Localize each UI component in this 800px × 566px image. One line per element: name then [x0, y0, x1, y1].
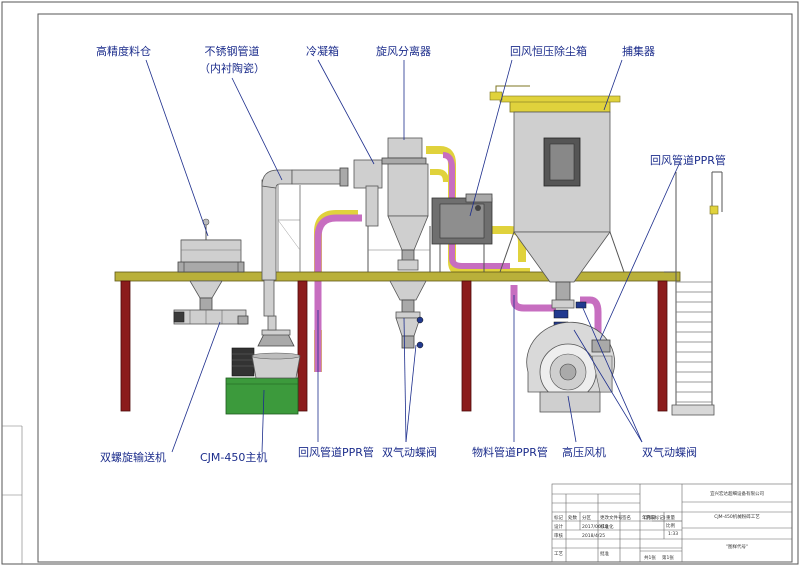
tb-weight-label: 重量: [666, 514, 675, 521]
tb-approve-label: 批准: [600, 550, 609, 557]
tb-company: 宜兴宏达超细设备有限公司: [710, 490, 764, 497]
tb-sheet-no: 第1张: [662, 554, 674, 561]
label-steel-pipe-line1: 不锈钢管道: [205, 44, 260, 58]
high-pressure-blower: [526, 321, 616, 413]
raw-material-bin: [177, 218, 245, 299]
tb-design-date: 2017/06/18: [582, 524, 608, 530]
tb-col-date: 年月日: [642, 514, 656, 521]
tb-col-mark: 标记: [554, 514, 563, 521]
tb-craft-label: 工艺: [554, 551, 563, 557]
label-material-pipe: 物料管道PPR管: [472, 445, 548, 459]
label-cyclone: 旋风分离器: [376, 44, 431, 58]
tb-col-change-no: 更改文件号: [600, 514, 623, 521]
label-collector: 捕集器: [622, 44, 655, 58]
tb-drawing-title: CJM-450机械粉碎工艺: [714, 513, 760, 520]
steel-platform: [114, 271, 681, 282]
leader-lines: [145, 59, 681, 453]
tb-col-sign: 签名: [622, 514, 631, 521]
tb-mark-label: (阶段标记): [644, 514, 666, 521]
stainless-steel-pipe: [261, 167, 349, 317]
tb-sheets: 共1张: [644, 554, 656, 561]
label-raw-bin: 高精度料仓: [96, 44, 151, 58]
label-valve-right: 双气动蝶阀: [642, 445, 697, 459]
twin-screw-feeder: [173, 297, 249, 325]
tb-check-label: 审核: [554, 532, 563, 539]
label-blower: 高压风机: [562, 445, 606, 459]
tb-design-label: 设计: [554, 523, 563, 530]
tb-col-zone: 分区: [582, 514, 591, 521]
label-return-pipe-right: 回风管道PPR管: [650, 153, 726, 167]
label-dust-box: 回风恒压除尘箱: [510, 44, 587, 58]
return-air-dust-box: [431, 193, 493, 272]
inner-border: [37, 13, 793, 563]
tb-scale-label: 比例: [666, 522, 675, 529]
platform-columns: [120, 280, 668, 412]
tb-check-date: 2018/4/25: [582, 533, 605, 539]
staircase: [664, 171, 723, 416]
label-main-mill: CJM-450主机: [200, 450, 267, 464]
tb-drawing-code: "图样代号": [726, 543, 748, 550]
label-return-pipe-bottom: 回风管道PPR管: [298, 445, 374, 459]
tb-col-count: 处数: [568, 514, 577, 521]
label-valve-left: 双气动蝶阀: [382, 445, 437, 459]
title-block: 标记 处数 分区 更改文件号 签名 年月日 设计 2017/06/18 标准化 …: [551, 483, 793, 563]
condenser-box: [353, 159, 431, 272]
collector: [489, 85, 625, 309]
cyclone-separator: [381, 137, 429, 349]
label-steel-pipe-line2: （内衬陶瓷）: [199, 61, 265, 75]
label-condenser: 冷凝箱: [306, 44, 339, 58]
cjm-450-mill: [225, 315, 301, 415]
label-twin-screw: 双螺旋输送机: [100, 450, 166, 464]
tb-standardize-label: 标准化: [600, 523, 614, 530]
tb-scale-value: 1:33: [668, 531, 678, 537]
